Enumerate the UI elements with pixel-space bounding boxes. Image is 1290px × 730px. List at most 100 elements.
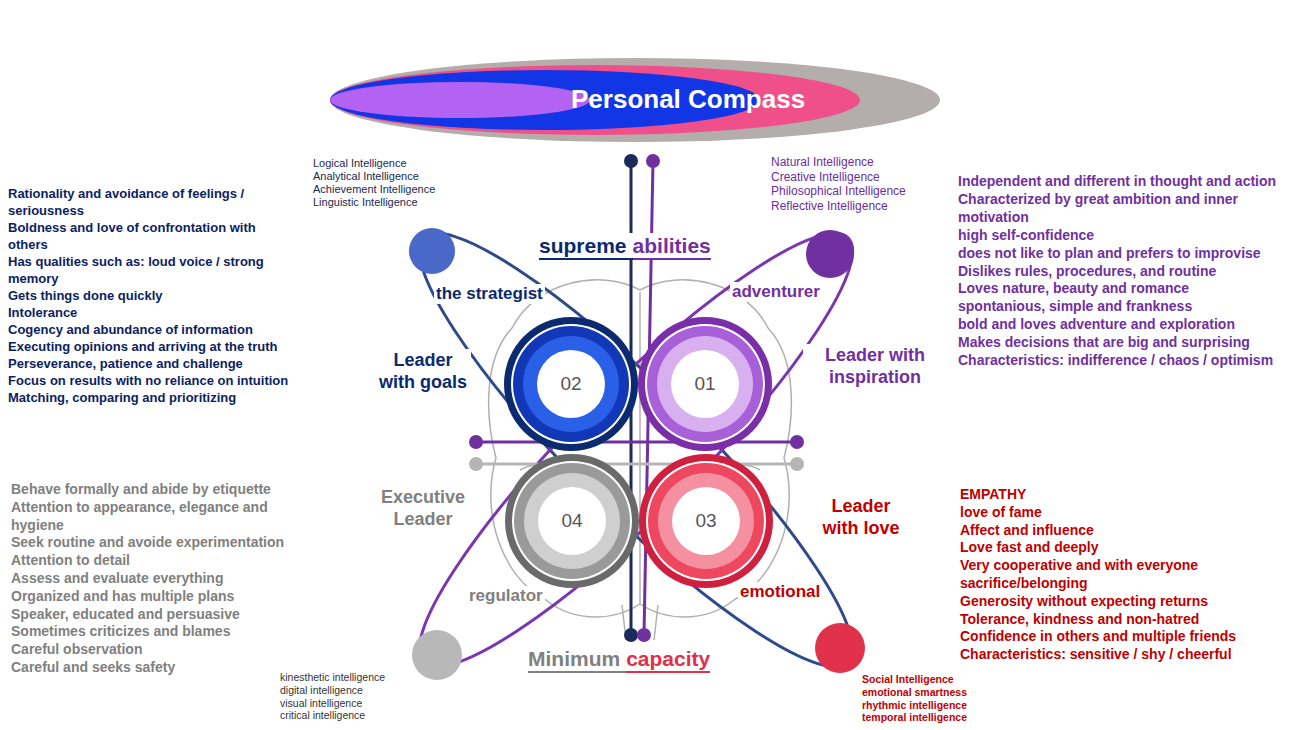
role-label: Executive Leader: [375, 486, 471, 530]
text-list: kinesthetic intelligencedigital intellig…: [280, 671, 450, 722]
list-item: Executing opinions and arriving at the t…: [8, 338, 298, 355]
list-item: Affect and influence: [960, 522, 1270, 540]
role-label: Leader with inspiration: [803, 344, 947, 388]
list-item: emotional smartness: [862, 686, 1012, 699]
list-item: Intolerance: [8, 304, 298, 321]
heading-word: Minimum: [528, 647, 626, 673]
list-item: Reflective Intelligence: [771, 199, 946, 214]
orbit-dots: [409, 228, 865, 680]
list-item: temporal intelligence: [862, 711, 1012, 724]
circle-number: 02: [560, 373, 581, 395]
list-item: EMPATHY: [960, 486, 1270, 504]
list-item: Logical Intelligence: [313, 157, 473, 170]
list-item: Tolerance, kindness and non-hatred: [960, 611, 1270, 629]
axis-lines: [469, 154, 804, 642]
role-text: Leader with love: [815, 495, 907, 539]
text-list: Logical IntelligenceAnalytical Intellige…: [313, 157, 473, 209]
circle-label: 04: [505, 454, 639, 588]
list-item: Matching, comparing and prioritizing: [8, 389, 298, 406]
title-ellipses: [330, 58, 940, 142]
list-item: Has qualities such as: loud voice / stro…: [8, 253, 298, 287]
list-item: Characteristics: sensitive / shy / cheer…: [960, 646, 1270, 664]
role-text: adventurer: [732, 282, 820, 302]
circle-number: 03: [695, 510, 716, 532]
list-item: Behave formally and abide by etiquette: [11, 481, 301, 499]
role-text: emotional: [740, 582, 820, 602]
text-list: Independent and different in thought and…: [958, 173, 1284, 370]
list-item: Sometimes criticizes and blames: [11, 623, 301, 641]
ring-circle: 01: [638, 317, 772, 451]
section-heading: Minimumcapacity: [526, 646, 712, 673]
list-item: Characteristics: indifference / chaos / …: [958, 352, 1284, 370]
list-item: Loves nature, beauty and romance: [958, 280, 1284, 298]
orbit-ellipse: [380, 194, 892, 706]
list-item: Seek routine and avoide experimentation: [11, 534, 301, 552]
section-heading: supremeabilities: [537, 233, 713, 260]
role-text: Leader with inspiration: [805, 344, 945, 388]
list-item: Creative Intelligence: [771, 170, 946, 185]
text-list: EMPATHYlove of fameAffect and influenceL…: [960, 486, 1270, 664]
list-item: love of fame: [960, 504, 1270, 522]
circle-label: 03: [639, 454, 773, 588]
list-item: Organized and has multiple plans: [11, 588, 301, 606]
list-item: Social Intelligence: [862, 673, 1012, 686]
heading-word: capacity: [626, 647, 710, 673]
list-item: critical intelligence: [280, 709, 450, 722]
list-item: Careful and seeks safety: [11, 659, 301, 677]
list-item: Careful observation: [11, 641, 301, 659]
circle-number: 04: [561, 510, 582, 532]
orbit-ellipse: [380, 194, 892, 706]
list-item: Philosophical Intelligence: [771, 184, 946, 199]
role-label: adventurer: [730, 282, 822, 302]
list-item: kinesthetic intelligence: [280, 671, 450, 684]
ring-circle: 02: [504, 317, 638, 451]
list-item: Makes decisions that are big and surpris…: [958, 334, 1284, 352]
list-item: Achievement Intelligence: [313, 183, 473, 196]
list-item: Gets things done quickly: [8, 287, 298, 304]
list-item: Generosity without expecting returns: [960, 593, 1270, 611]
list-item: Love fast and deeply: [960, 539, 1270, 557]
role-label: Leader with love: [813, 495, 909, 539]
list-item: Characterized by great ambition and inne…: [958, 191, 1284, 227]
heading-word: supreme: [539, 234, 633, 260]
ring-circle: 04: [505, 454, 639, 588]
text-list: Social Intelligenceemotional smartnessrh…: [862, 673, 1012, 724]
role-text: regulator: [469, 586, 543, 606]
circle-label: 01: [638, 317, 772, 451]
list-item: bold and loves adventure and exploration: [958, 316, 1284, 334]
role-label: Leader with goals: [375, 349, 471, 393]
circle-number: 01: [694, 373, 715, 395]
list-item: Natural Intelligence: [771, 155, 946, 170]
list-item: spontanious, simple and frankness: [958, 298, 1284, 316]
list-item: Rationality and avoidance of feelings / …: [8, 185, 298, 219]
title-text: Personal Compass: [571, 84, 805, 114]
list-item: Analytical Intelligence: [313, 170, 473, 183]
circle-label: 02: [504, 317, 638, 451]
role-label: regulator: [467, 586, 545, 606]
role-label: the strategist: [434, 284, 545, 304]
list-item: Perseverance, patience and challenge: [8, 355, 298, 372]
list-item: high self-confidence: [958, 227, 1284, 245]
list-item: Boldness and love of confrontation with …: [8, 219, 298, 253]
list-item: Very cooperative and with everyone sacri…: [960, 557, 1270, 593]
ring-circle: 03: [639, 454, 773, 588]
text-list: Behave formally and abide by etiquetteAt…: [11, 481, 301, 677]
heading-word: abilities: [633, 234, 711, 260]
list-item: Linguistic Intelligence: [313, 196, 473, 209]
text-list: Natural IntelligenceCreative Intelligenc…: [771, 155, 946, 213]
list-item: Attention to appearance, elegance and hy…: [11, 499, 301, 535]
list-item: rhythmic intelligence: [862, 699, 1012, 712]
list-item: digital intelligence: [280, 684, 450, 697]
role-text: Leader with goals: [377, 349, 469, 393]
list-item: Focus on results with no reliance on int…: [8, 372, 298, 389]
list-item: Confidence in others and multiple friend…: [960, 628, 1270, 646]
list-item: does not like to plan and prefers to imp…: [958, 245, 1284, 263]
list-item: Independent and different in thought and…: [958, 173, 1284, 191]
list-item: Cogency and abundance of information: [8, 321, 298, 338]
text-list: Rationality and avoidance of feelings / …: [8, 185, 298, 406]
list-item: Attention to detail: [11, 552, 301, 570]
role-label: emotional: [738, 582, 822, 602]
list-item: Dislikes rules, procedures, and routine: [958, 263, 1284, 281]
role-text: Executive Leader: [377, 486, 469, 530]
